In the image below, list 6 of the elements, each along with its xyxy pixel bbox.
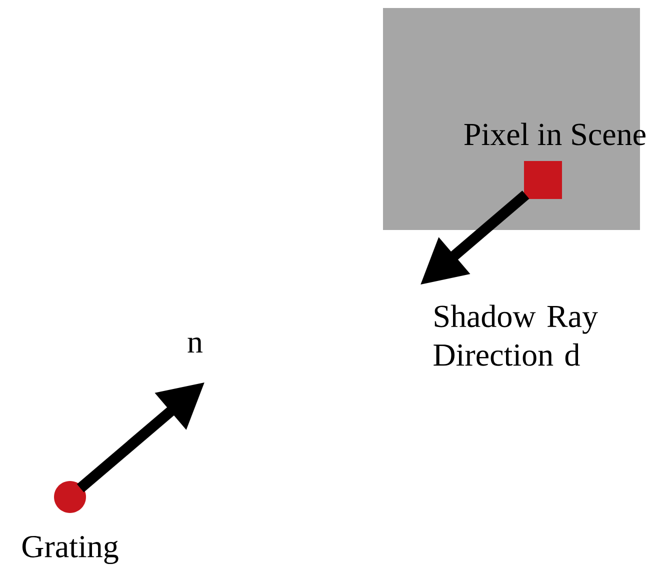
grating-dot [54,481,86,513]
arrow-label: Shadow Ray Direction d [434,304,598,366]
node-caption: Grating [22,536,118,564]
scene-box: Pixel in Scene [383,8,646,230]
pixel-square [524,161,562,199]
arrow-label: n [188,337,203,353]
